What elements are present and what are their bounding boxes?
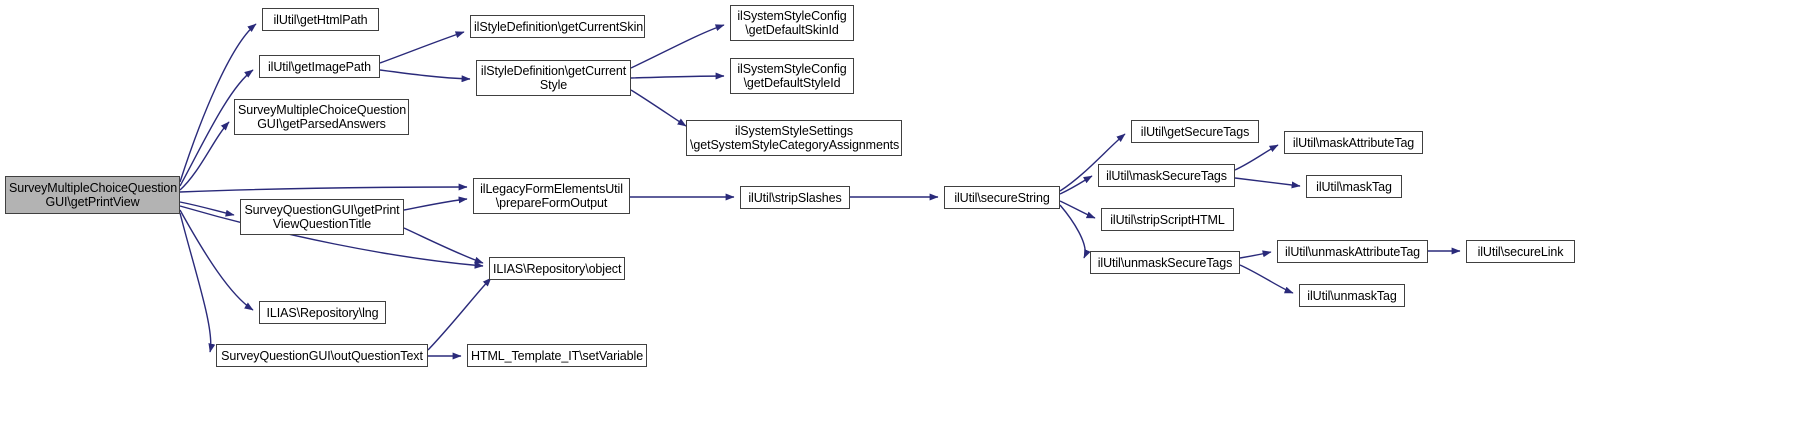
graph-node-lng[interactable]: ILIAS\Repository\lng xyxy=(259,301,386,324)
call-edge-unmaskSecureTags-to-unmaskAttributeTag xyxy=(1239,250,1272,259)
graph-node-label: ilStyleDefinition\getCurrent Style xyxy=(480,64,627,92)
graph-node-label: ilUtil\maskTag xyxy=(1316,179,1392,194)
graph-node-label: ilSystemStyleConfig \getDefaultSkinId xyxy=(737,9,847,37)
call-edge-root-to-outQuestionText xyxy=(179,212,216,353)
graph-node-label: SurveyQuestionGUI\getPrint ViewQuestionT… xyxy=(244,203,400,231)
graph-node-getDefaultStyleId[interactable]: ilSystemStyleConfig \getDefaultStyleId xyxy=(730,58,854,94)
graph-node-getCurrentStyle[interactable]: ilStyleDefinition\getCurrent Style xyxy=(476,60,631,96)
graph-node-label: ilUtil\unmaskSecureTags xyxy=(1097,255,1233,270)
graph-node-unmaskSecureTags[interactable]: ilUtil\unmaskSecureTags xyxy=(1090,251,1240,274)
graph-node-label: ILIAS\Repository\object xyxy=(493,261,622,276)
graph-node-getHtmlPath[interactable]: ilUtil\getHtmlPath xyxy=(262,8,379,31)
graph-node-label: ilUtil\stripSlashes xyxy=(748,190,842,205)
graph-node-label: ilUtil\secureLink xyxy=(1477,244,1564,259)
graph-node-getImagePath[interactable]: ilUtil\getImagePath xyxy=(259,55,380,78)
graph-node-repositoryObject[interactable]: ILIAS\Repository\object xyxy=(489,257,625,280)
graph-node-catAssignments[interactable]: ilSystemStyleSettings \getSystemStyleCat… xyxy=(686,120,902,156)
graph-node-stripScriptHTML[interactable]: ilUtil\stripScriptHTML xyxy=(1101,208,1234,231)
graph-node-label: ilSystemStyleSettings \getSystemStyleCat… xyxy=(690,124,900,152)
call-edge-secureString-to-stripScriptHTML xyxy=(1059,200,1096,219)
graph-node-label: ilUtil\getHtmlPath xyxy=(273,12,368,27)
graph-node-label: ilUtil\unmaskTag xyxy=(1307,288,1397,303)
graph-node-label: SurveyMultipleChoiceQuestion GUI\getPrin… xyxy=(9,181,178,209)
call-edge-maskSecureTags-to-maskAttributeTag xyxy=(1234,144,1279,171)
graph-node-stripSlashes[interactable]: ilUtil\stripSlashes xyxy=(740,186,850,209)
graph-node-outQuestionText[interactable]: SurveyQuestionGUI\outQuestionText xyxy=(216,344,428,367)
graph-node-label: ilLegacyFormElementsUtil \prepareFormOut… xyxy=(480,182,623,210)
call-edge-outQuestionText-to-repositoryObject xyxy=(427,277,492,351)
call-edge-getCurrentStyle-to-catAssignments xyxy=(630,89,687,127)
call-edge-getImagePath-to-getCurrentSkin xyxy=(379,31,465,64)
graph-node-getCurrentSkin[interactable]: ilStyleDefinition\getCurrentSkin xyxy=(470,15,645,38)
graph-node-getSecureTags[interactable]: ilUtil\getSecureTags xyxy=(1131,120,1259,143)
graph-node-label: HTML_Template_IT\setVariable xyxy=(471,348,644,363)
graph-node-label: ilUtil\unmaskAttributeTag xyxy=(1284,244,1421,259)
graph-node-label: ilSystemStyleConfig \getDefaultStyleId xyxy=(737,62,847,90)
call-edge-root-to-getParsedAnswers xyxy=(179,121,230,191)
call-edge-secureString-to-maskSecureTags xyxy=(1059,175,1093,195)
graph-node-label: SurveyQuestionGUI\outQuestionText xyxy=(221,348,423,363)
graph-node-maskAttributeTag[interactable]: ilUtil\maskAttributeTag xyxy=(1284,131,1423,154)
graph-node-label: ilUtil\stripScriptHTML xyxy=(1110,212,1225,227)
call-edge-getCurrentStyle-to-getDefaultStyleId xyxy=(630,72,725,80)
call-edge-root-to-getPrintViewTitle xyxy=(179,201,235,217)
graph-node-maskTag[interactable]: ilUtil\maskTag xyxy=(1306,175,1402,198)
graph-node-label: ilStyleDefinition\getCurrentSkin xyxy=(474,19,644,34)
graph-node-label: ilUtil\getSecureTags xyxy=(1140,124,1250,139)
graph-node-setVariable[interactable]: HTML_Template_IT\setVariable xyxy=(467,344,647,367)
graph-node-label: ilUtil\secureString xyxy=(954,190,1050,205)
graph-node-label: ilUtil\maskAttributeTag xyxy=(1292,135,1415,150)
graph-node-label: SurveyMultipleChoiceQuestion GUI\getPars… xyxy=(238,103,407,131)
call-edge-maskSecureTags-to-maskTag xyxy=(1234,177,1301,189)
graph-node-getDefaultSkinId[interactable]: ilSystemStyleConfig \getDefaultSkinId xyxy=(730,5,854,41)
graph-node-label: ilUtil\getImagePath xyxy=(267,59,371,74)
graph-node-label: ILIAS\Repository\lng xyxy=(266,305,379,320)
graph-node-label: ilUtil\maskSecureTags xyxy=(1106,168,1227,183)
graph-node-getParsedAnswers[interactable]: SurveyMultipleChoiceQuestion GUI\getPars… xyxy=(234,99,409,135)
call-edge-secureString-to-unmaskSecureTags xyxy=(1059,204,1091,259)
call-edge-getPrintViewTitle-to-prepareFormOutput xyxy=(403,196,468,211)
graph-node-root[interactable]: SurveyMultipleChoiceQuestion GUI\getPrin… xyxy=(5,176,180,214)
graph-node-secureString[interactable]: ilUtil\secureString xyxy=(944,186,1060,209)
call-edge-unmaskSecureTags-to-unmaskTag xyxy=(1239,264,1294,294)
graph-node-maskSecureTags[interactable]: ilUtil\maskSecureTags xyxy=(1098,164,1235,187)
graph-node-secureLink[interactable]: ilUtil\secureLink xyxy=(1466,240,1575,263)
call-edge-getImagePath-to-getCurrentStyle xyxy=(379,69,471,83)
graph-node-getPrintViewTitle[interactable]: SurveyQuestionGUI\getPrint ViewQuestionT… xyxy=(240,199,404,235)
call-edge-getPrintViewTitle-to-repositoryObject xyxy=(403,227,484,264)
graph-node-prepareFormOutput[interactable]: ilLegacyFormElementsUtil \prepareFormOut… xyxy=(473,178,630,214)
call-edge-root-to-prepareFormOutput xyxy=(179,183,468,193)
graph-node-unmaskAttributeTag[interactable]: ilUtil\unmaskAttributeTag xyxy=(1277,240,1428,263)
graph-node-unmaskTag[interactable]: ilUtil\unmaskTag xyxy=(1299,284,1405,307)
